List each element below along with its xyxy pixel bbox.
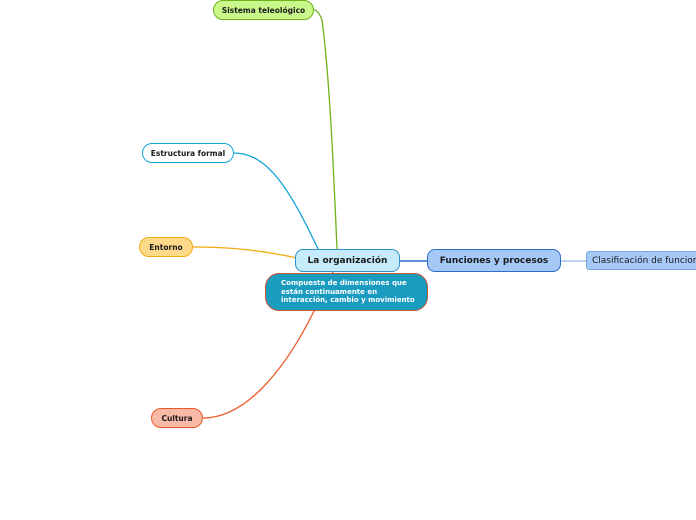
central-topic-label: La organización: [307, 255, 388, 266]
topic-entorno[interactable]: Entorno: [139, 237, 193, 257]
connector-entorno: [192, 246, 298, 259]
topic-estructura-formal[interactable]: Estructura formal: [142, 143, 234, 163]
topic-cultura[interactable]: Cultura: [151, 408, 203, 428]
connector-sistema-teleologico: [313, 9, 338, 250]
topic-sistema-teleologico[interactable]: Sistema teleológico: [213, 0, 314, 20]
topic-label: Cultura: [161, 413, 193, 423]
connector-cultura: [202, 310, 315, 419]
connector-estructura-formal: [233, 152, 319, 250]
topic-label: Entorno: [149, 242, 183, 252]
topic-funciones-procesos[interactable]: Funciones y procesos: [427, 249, 561, 272]
description-topic[interactable]: Compuesta de dimensiones que están conti…: [265, 273, 428, 311]
topic-label: Estructura formal: [150, 148, 226, 158]
topic-label: Funciones y procesos: [439, 255, 549, 266]
description-text: Compuesta de dimensiones que están conti…: [281, 279, 415, 305]
subtopic-label: Clasificación de funciones: [592, 255, 696, 266]
topic-label: Sistema teleológico: [221, 5, 306, 15]
central-topic[interactable]: La organización: [295, 249, 400, 272]
subtopic-clasificacion-funciones[interactable]: Clasificación de funciones: [586, 251, 696, 270]
